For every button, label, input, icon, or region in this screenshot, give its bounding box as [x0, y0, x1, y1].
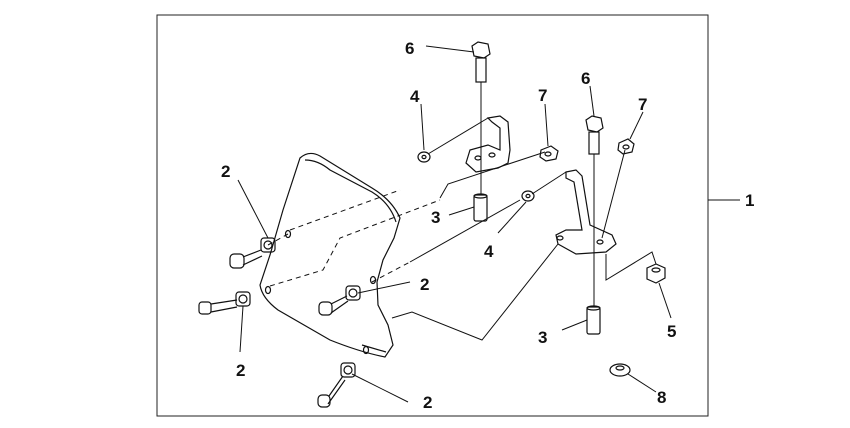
assembly-lines — [267, 82, 657, 341]
flange-nut-icon — [609, 363, 631, 377]
nut-icon — [539, 138, 635, 162]
callout-4-top: 4 — [410, 87, 420, 106]
callout-2-middle: 2 — [420, 275, 429, 294]
callout-8: 8 — [657, 388, 666, 407]
windscreen — [259, 152, 401, 358]
callout-6-left: 6 — [405, 39, 414, 58]
mount-hole-icon — [264, 229, 377, 355]
callout-3-left: 3 — [431, 208, 440, 227]
assembly-frame — [156, 14, 709, 417]
callout-7-right: 7 — [638, 95, 647, 114]
left-bracket — [465, 115, 511, 173]
small-washer-icon — [417, 151, 535, 202]
callout-1: 1 — [745, 191, 754, 210]
callout-5: 5 — [667, 322, 676, 341]
callout-7-left: 7 — [538, 86, 547, 105]
right-bracket — [555, 169, 617, 255]
callout-6-right: 6 — [581, 69, 590, 88]
callout-4-bottom: 4 — [484, 242, 494, 261]
callout-leaders — [237, 45, 740, 403]
screw-icon — [198, 249, 349, 408]
hex-nut-icon — [646, 263, 666, 284]
callout-2-bottom: 2 — [423, 393, 432, 412]
callout-2-top: 2 — [221, 162, 230, 181]
callout-3-right: 3 — [538, 328, 547, 347]
callout-2-left: 2 — [236, 361, 245, 380]
